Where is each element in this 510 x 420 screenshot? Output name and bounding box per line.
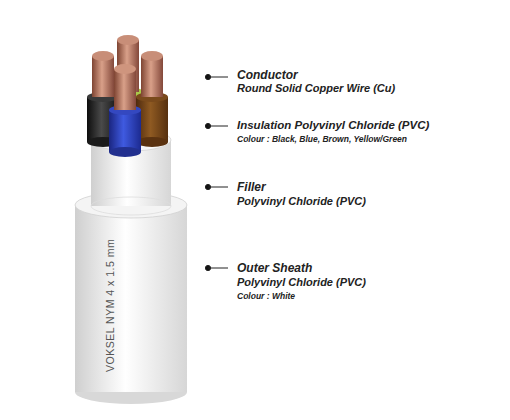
blue-core [109, 64, 141, 157]
colour-note: Colour : Black, Blue, Brown, Yellow/Gree… [237, 134, 407, 144]
leader-line [208, 187, 228, 188]
leader-line [208, 268, 228, 269]
outer-sheath [75, 192, 187, 404]
part-name: Outer Sheath [237, 261, 312, 275]
colour-note: Colour : White [237, 291, 295, 301]
part-description: Polyvinyl Chloride (PVC) [237, 276, 366, 289]
cable-marking: VOKSEL NYM 4 x 1.5 mm [104, 239, 117, 372]
leader-line [208, 126, 228, 127]
leader-line [208, 77, 228, 78]
part-description: Polyvinyl Chloride (PVC) [237, 195, 366, 208]
part-name: Conductor [237, 68, 298, 82]
part-description: Round Solid Copper Wire (Cu) [237, 82, 395, 95]
part-name: Filler [237, 180, 266, 194]
part-name: Insulation Polyvinyl Chloride (PVC) [237, 119, 429, 133]
